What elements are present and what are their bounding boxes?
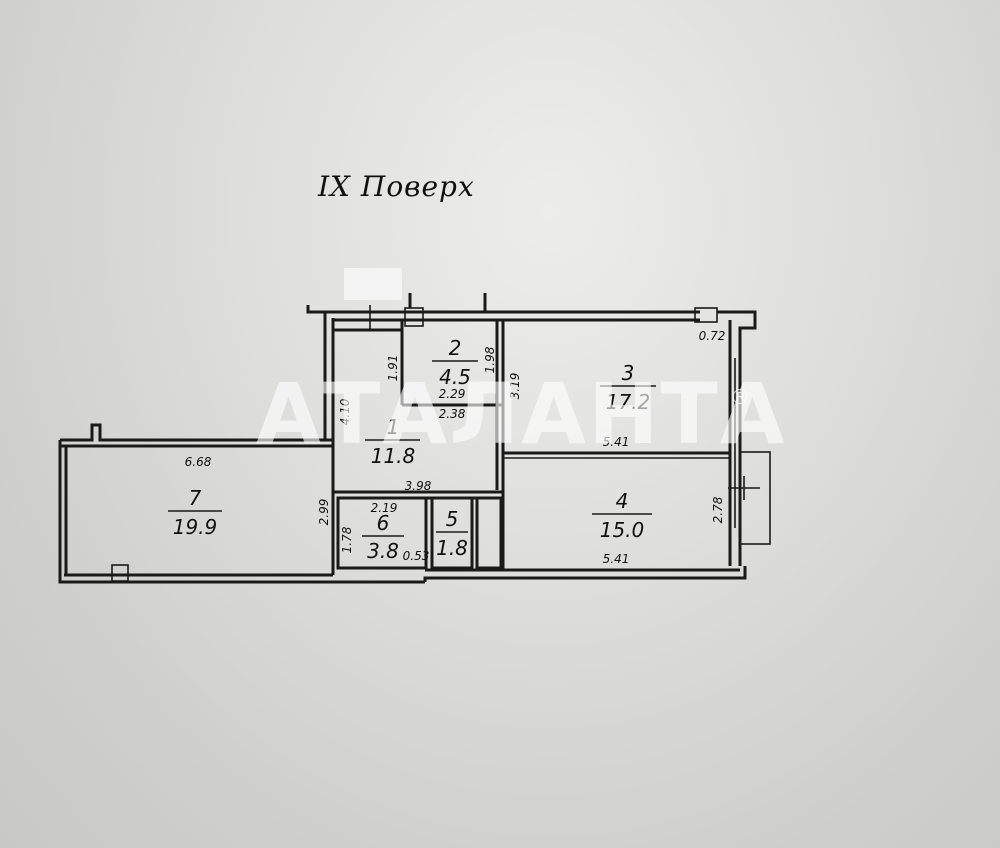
room-1-area: 11.8 <box>371 444 416 468</box>
registered-mark-icon: ® <box>730 385 750 409</box>
room-4-area: 15.0 <box>600 518 645 542</box>
walls <box>58 293 771 584</box>
dim-r7-width: 6.68 <box>185 455 212 469</box>
room-1-number: 1 <box>387 415 400 439</box>
room-6-area: 3.8 <box>367 539 399 563</box>
redaction-patch <box>344 268 402 300</box>
dim-r2-width-bottom: 2.38 <box>439 407 466 421</box>
dim-r4-width: 5.41 <box>603 552 630 566</box>
room-2-number: 2 <box>449 336 462 360</box>
room-3-number: 3 <box>622 361 635 385</box>
column-icon <box>694 307 718 323</box>
dim-r2-height-left: 1.91 <box>386 355 400 382</box>
dim-r6-height: 1.78 <box>340 526 354 553</box>
room-labels: 7 19.9 1 11.8 2 4.5 3 17.2 4 15.0 5 1.8 … <box>168 336 656 563</box>
room-7-number: 7 <box>189 486 202 510</box>
dim-r4-height: 2.78 <box>711 496 725 523</box>
dim-r6-gap: 0.53 <box>403 549 430 563</box>
room-6-number: 6 <box>377 511 390 535</box>
dim-balcony: 0.72 <box>699 329 726 343</box>
dim-r7-height: 2.99 <box>317 499 331 526</box>
room-4-number: 4 <box>616 489 629 513</box>
watermark-logo: АТАЛАНТА <box>256 365 787 463</box>
dim-r1-width: 3.98 <box>405 479 432 493</box>
dim-r6-width: 2.19 <box>371 501 398 515</box>
dimension-labels: 6.68 2.99 4.10 3.98 1.91 1.98 2.29 2.38 … <box>185 329 726 566</box>
room-5-area: 1.8 <box>436 536 468 560</box>
room-7-area: 19.9 <box>173 515 218 539</box>
column-icon <box>404 307 424 327</box>
dim-r2-height-right: 1.98 <box>483 346 497 373</box>
dim-r3-width: 5.41 <box>603 435 630 449</box>
dim-r1-height: 4.10 <box>338 398 352 425</box>
dim-r2-width-top: 2.29 <box>439 387 466 401</box>
room-3-area: 17.2 <box>606 390 651 414</box>
room-2-area: 4.5 <box>439 365 471 389</box>
dim-r3-height: 3.19 <box>508 373 522 400</box>
floor-title: IX Поверх <box>318 170 475 203</box>
room-5-number: 5 <box>446 507 459 531</box>
shaft-icon <box>111 564 129 582</box>
